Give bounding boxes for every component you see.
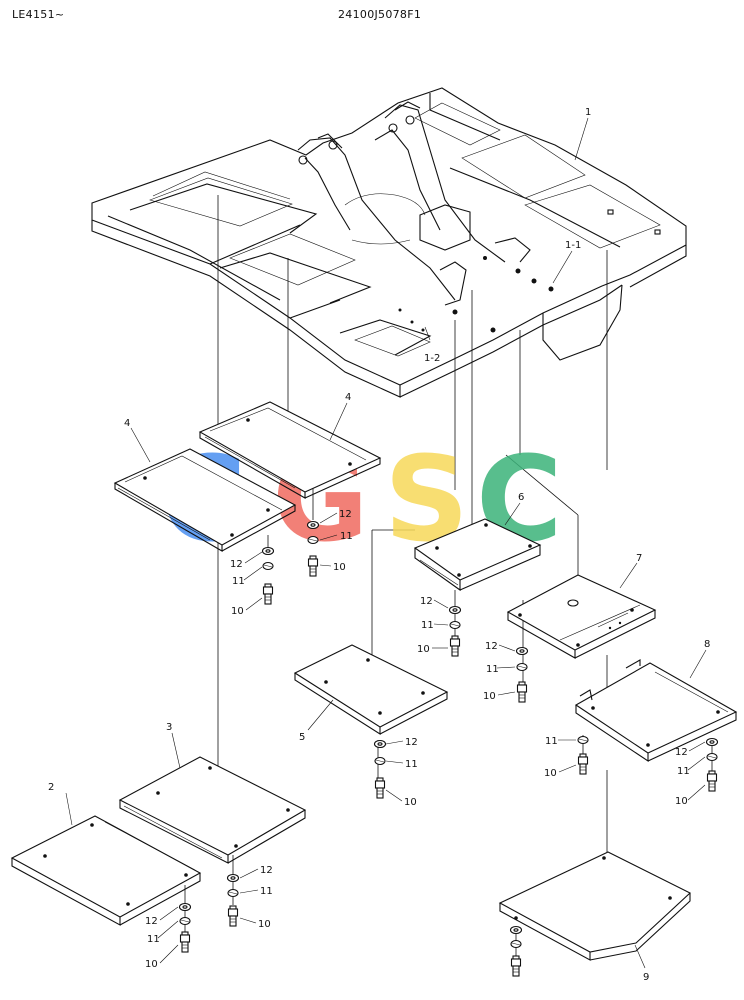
callout-11: 11 bbox=[545, 736, 558, 747]
callout-10: 10 bbox=[417, 644, 430, 655]
callout-labels: 1 1-1 1-2 2 3 4 4 5 6 7 8 9 12 11 10 12 … bbox=[48, 107, 710, 983]
callout-8: 8 bbox=[704, 639, 710, 650]
callout-11: 11 bbox=[677, 766, 690, 777]
callout-12: 12 bbox=[339, 509, 352, 520]
callout-4-right: 4 bbox=[345, 392, 351, 403]
callout-12: 12 bbox=[260, 865, 273, 876]
callout-10: 10 bbox=[675, 796, 688, 807]
callout-2: 2 bbox=[48, 782, 54, 793]
callout-1-1: 1-1 bbox=[565, 240, 581, 251]
callout-11: 11 bbox=[486, 664, 499, 675]
callout-1-2: 1-2 bbox=[424, 353, 440, 364]
drawing-number: 24100J5078F1 bbox=[338, 8, 422, 21]
plate-5 bbox=[293, 644, 449, 736]
callout-10: 10 bbox=[333, 562, 346, 573]
callout-12: 12 bbox=[230, 559, 243, 570]
callout-11: 11 bbox=[421, 620, 434, 631]
callout-11: 11 bbox=[260, 886, 273, 897]
callout-10: 10 bbox=[544, 768, 557, 779]
plate-3 bbox=[118, 756, 307, 864]
callout-1: 1 bbox=[585, 107, 591, 118]
plate-2 bbox=[10, 815, 202, 926]
callout-12: 12 bbox=[405, 737, 418, 748]
callout-12: 12 bbox=[485, 641, 498, 652]
serial-code: LE4151~ bbox=[12, 8, 65, 21]
callout-12: 12 bbox=[420, 596, 433, 607]
callout-9: 9 bbox=[643, 972, 649, 983]
callout-7: 7 bbox=[636, 553, 642, 564]
callout-10: 10 bbox=[404, 797, 417, 808]
callout-11: 11 bbox=[147, 934, 160, 945]
callout-6: 6 bbox=[518, 492, 524, 503]
callout-11: 11 bbox=[232, 576, 245, 587]
callout-4-left: 4 bbox=[124, 418, 130, 429]
callout-12: 12 bbox=[675, 747, 688, 758]
callout-5: 5 bbox=[299, 732, 305, 743]
callout-11: 11 bbox=[340, 531, 353, 542]
callout-10: 10 bbox=[483, 691, 496, 702]
callout-10: 10 bbox=[145, 959, 158, 970]
callout-10: 10 bbox=[231, 606, 244, 617]
plate-4-upper bbox=[198, 401, 382, 499]
callout-11: 11 bbox=[405, 759, 418, 770]
plate-4-lower bbox=[113, 448, 297, 552]
callout-10: 10 bbox=[258, 919, 271, 930]
callout-12: 12 bbox=[145, 916, 158, 927]
leader-lines bbox=[65, 117, 707, 969]
plate-8 bbox=[574, 659, 738, 763]
plate-9 bbox=[498, 851, 691, 961]
plate-6 bbox=[413, 518, 542, 592]
plate-7 bbox=[506, 574, 657, 659]
main-frame bbox=[91, 87, 687, 398]
callout-3: 3 bbox=[166, 722, 172, 733]
assembly-lines bbox=[184, 195, 713, 965]
